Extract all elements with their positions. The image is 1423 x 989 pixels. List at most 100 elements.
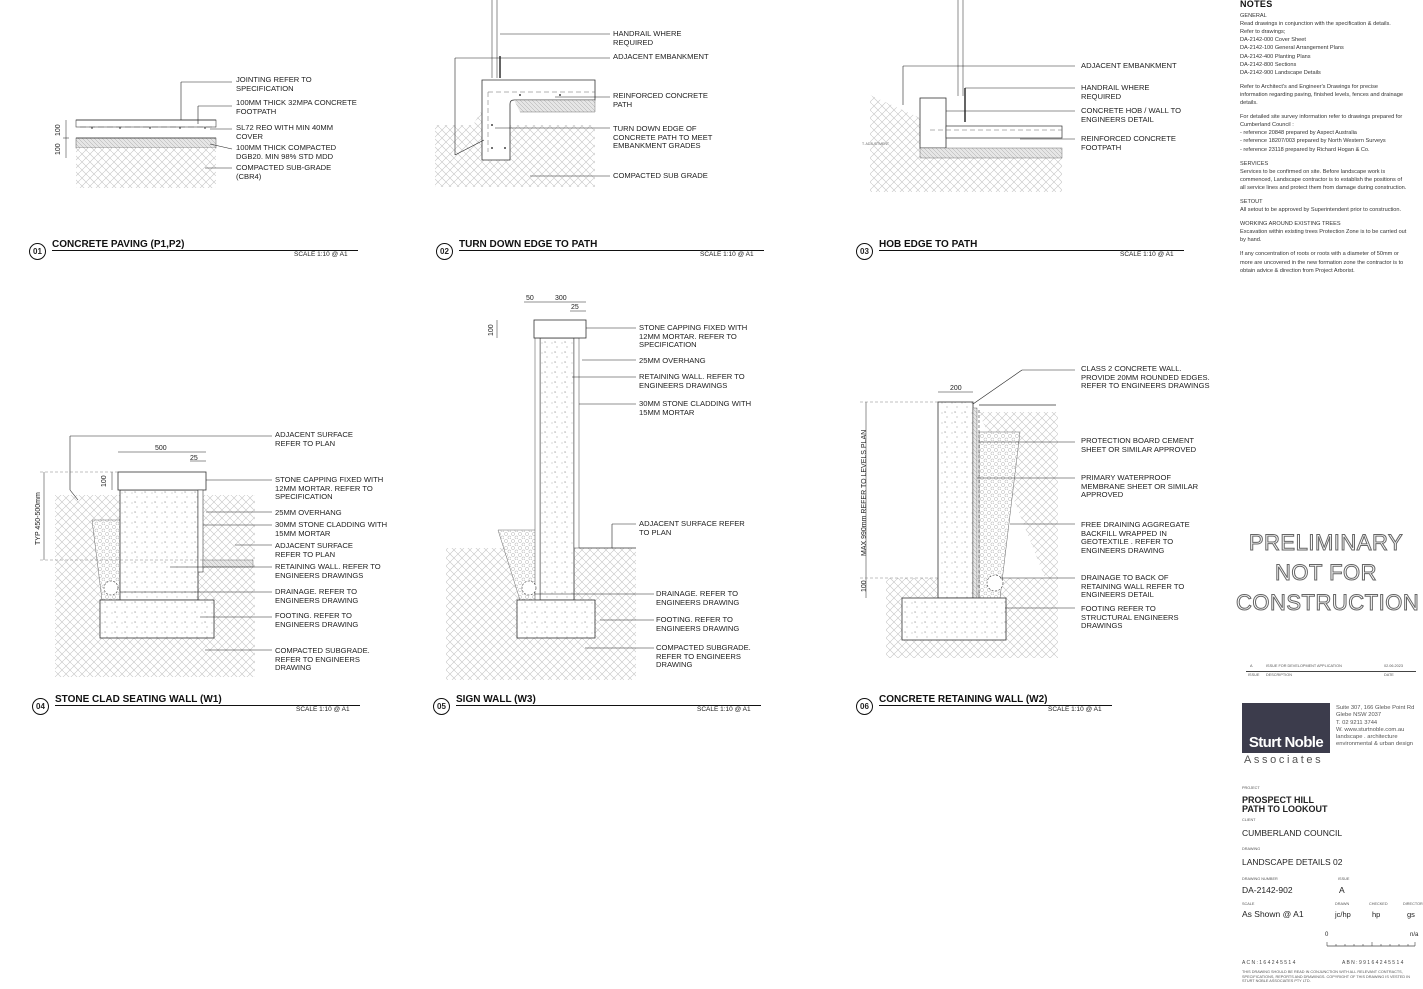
firm-address-line: landscape . architecture <box>1336 734 1398 741</box>
project-label: PROJECT <box>1242 786 1260 790</box>
d06-label-5: DRAINAGE TO BACK OF RETAINING WALL REFER… <box>1081 573 1185 600</box>
notes-services-line: all service lines and protect them from … <box>1240 184 1407 191</box>
firm-address-line: T. 02 9211 3744 <box>1336 719 1378 726</box>
notes-roots-line: If any concentration of roots or roots w… <box>1240 251 1399 258</box>
d02-label-5: COMPACTED SUB GRADE <box>613 171 708 180</box>
detail-03-section: T. ADJUSTMENT <box>862 0 1075 192</box>
notes-drawing-ref: DA-2142-100 General Arrangement Plans <box>1240 45 1344 52</box>
d05-label-5: ADJACENT SURFACE REFER TO PLAN <box>639 519 745 537</box>
issue-label: ISSUE <box>1338 877 1350 881</box>
d05-label-3: RETAINING WALL. REFER TO ENGINEERS DRAWI… <box>639 372 745 390</box>
dim-05-c: 25 <box>571 304 579 311</box>
stamp-line: PRELIMINARY <box>1248 530 1404 556</box>
notes-heading: NOTES <box>1240 0 1273 9</box>
d04-label-6: RETAINING WALL. REFER TO ENGINEERS DRAWI… <box>275 562 381 580</box>
notes-trees-line: Excavation within existing trees Protect… <box>1240 229 1407 236</box>
dim-05-d: 100 <box>488 324 495 336</box>
d06-label-1: CLASS 2 CONCRETE WALL. PROVIDE 20mm ROUN… <box>1081 364 1210 391</box>
dim-04-b: 25 <box>190 455 198 462</box>
d05-label-2: 25mm OVERHANG <box>639 356 706 365</box>
d06-label-6: FOOTING REFER TO STRUCTURAL ENGINEERS DR… <box>1081 604 1179 631</box>
client-name: CUMBERLAND COUNCIL <box>1242 828 1343 838</box>
d06-label-3: PRIMARY WATERPROOF MEMBRANE SHEET OR SIM… <box>1081 473 1199 500</box>
dim-04-a: 500 <box>155 445 167 452</box>
disclaimer-line: THIS DRAWING SHOULD BE READ IN CONJUNCTI… <box>1242 970 1403 974</box>
detail-number-05: 05 <box>433 698 450 715</box>
drawing-number: DA-2142-902 <box>1242 885 1293 895</box>
firm-address: Suite 307, 166 Glebe Point Rd Glebe NSW … <box>1336 705 1414 749</box>
acn-number: A C N : 1 6 4 2 4 5 5 1 4 <box>1242 960 1296 966</box>
director-label: DIRECTOR <box>1403 902 1423 906</box>
notes-drawing-ref: DA-2142-400 Planting Plans <box>1240 53 1311 60</box>
d03-label-3: CONCRETE HOB / WALL TO ENGINEERS DETAIL <box>1081 106 1182 124</box>
firm-name: Sturt Noble <box>1248 734 1324 751</box>
drawing-name: LANDSCAPE DETAILS 02 <box>1242 857 1343 867</box>
revision-issue: A <box>1250 664 1253 668</box>
detail-scale-06: SCALE 1:10 @ A1 <box>1048 706 1102 713</box>
revision-date: 02.06.2023 <box>1384 664 1404 668</box>
director-value: gs <box>1407 910 1415 919</box>
detail-number-02: 02 <box>436 243 453 260</box>
d03-label-4: REINFORCED CONCRETE FOOTPATH <box>1081 134 1176 152</box>
notes-architect-line: information regarding paving, finished l… <box>1240 91 1403 98</box>
scale-bar-start: 0 <box>1325 932 1329 938</box>
d03-label-1: ADJACENT EMBANKMENT <box>1081 61 1177 70</box>
project-name: PROSPECT HILL PATH TO LOOKOUT <box>1242 796 1328 814</box>
drawn-label: DRAWN <box>1335 902 1350 906</box>
dim-06-c: 100 <box>861 580 868 592</box>
d01-label-4: 100mm THICK COMPACTED DGB20. MIN 98% STD… <box>236 143 337 161</box>
detail-scale-03: SCALE 1:10 @ A1 <box>1120 251 1174 258</box>
firm-address-line: Suite 307, 166 Glebe Point Rd <box>1336 705 1415 711</box>
detail-06-section <box>860 369 1075 658</box>
detail-title-01: CONCRETE PAVING (P1,P2) <box>52 239 185 250</box>
d05-label-1: STONE CAPPING FIXED WITH 12mm MORTAR. RE… <box>639 323 748 350</box>
disclaimer: THIS DRAWING SHOULD BE READ IN CONJUNCTI… <box>1242 970 1410 984</box>
notes-trees-line: by hand. <box>1240 237 1262 244</box>
dim-05-b: 300 <box>555 295 567 302</box>
scale-bar-end: n/a <box>1410 932 1419 938</box>
notes-general-line: Read drawings in conjunction with the sp… <box>1240 21 1391 28</box>
notes-services-line: Services to be confirmed on site. Before… <box>1240 168 1386 175</box>
detail-title-05: SIGN WALL (W3) <box>456 694 536 705</box>
firm-logo: Sturt Noble <box>1242 703 1330 753</box>
d01-label-2: 100mm THICK 32MPa CONCRETE FOOTPATH <box>236 98 357 116</box>
d01-label-3: SL72 REO WITH MIN 40mm COVER <box>236 123 334 141</box>
notes-survey-ref: - reference 20848 prepared by Aspect Aus… <box>1240 130 1357 137</box>
d01-label-1: JOINTING REFER TO SPECIFICATION <box>236 75 312 93</box>
dim-01-b: 100 <box>55 143 62 155</box>
drawn-value: jc/hp <box>1335 910 1351 919</box>
d02-label-3: REINFORCED CONCRETE PATH <box>613 91 708 109</box>
detail-rule-04 <box>55 705 360 706</box>
notes-services-line: commenced, Landscape contractor is to es… <box>1240 176 1402 183</box>
notes-survey-line: For detailed site survey information ref… <box>1240 114 1403 121</box>
project-line: PATH TO LOOKOUT <box>1242 804 1328 814</box>
issue-value: A <box>1339 885 1345 895</box>
d05-label-4: 30mm STONE CLADDING WITH 15mm MORTAR <box>639 399 752 417</box>
d04-label-1: ADJACENT SURFACE REFER TO PLAN <box>275 430 353 448</box>
d05-label-7: FOOTING. REFER TO ENGINEERS DRAWING <box>656 615 740 633</box>
notes-panel: NOTES GENERAL Read drawings in conjuncti… <box>1240 0 1422 275</box>
dim-01-a: 100 <box>55 124 62 136</box>
detail-number-06: 06 <box>856 698 873 715</box>
scale-bar <box>1326 942 1416 947</box>
firm-address-line: Glebe NSW 2037 <box>1336 712 1382 719</box>
dim-05-a: 50 <box>526 295 534 302</box>
stamp-line: NOT FOR <box>1274 560 1378 586</box>
detail-scale-01: SCALE 1:10 @ A1 <box>294 251 348 258</box>
detail-rule-05 <box>456 705 761 706</box>
abn-number: A B N : 9 9 1 6 4 2 4 5 5 1 4 <box>1342 960 1404 966</box>
detail-title-04: STONE CLAD SEATING WALL (W1) <box>55 694 222 705</box>
notes-setout-line: All setout to be approved by Superintend… <box>1240 207 1402 214</box>
notes-setout-title: SETOUT <box>1240 198 1263 205</box>
revision-rule <box>1246 671 1416 672</box>
d04-label-2: STONE CAPPING FIXED WITH 12mm MORTAR. RE… <box>275 475 384 502</box>
d04-label-3: 25mm OVERHANG <box>275 508 342 517</box>
firm-subtitle: Associates <box>1244 754 1324 766</box>
d02-label-4: TURN DOWN EDGE OF CONCRETE PATH TO MEET … <box>613 124 713 151</box>
client-label: CLIENT <box>1242 818 1256 822</box>
notes-drawing-ref: DA-2142-000 Cover Sheet <box>1240 37 1306 44</box>
checked-value: hp <box>1372 910 1381 919</box>
dim-06-a: 200 <box>950 385 962 392</box>
notes-general-title: GENERAL <box>1240 13 1267 20</box>
notes-drawing-ref: DA-2142-900 Landscape Details <box>1240 69 1321 76</box>
